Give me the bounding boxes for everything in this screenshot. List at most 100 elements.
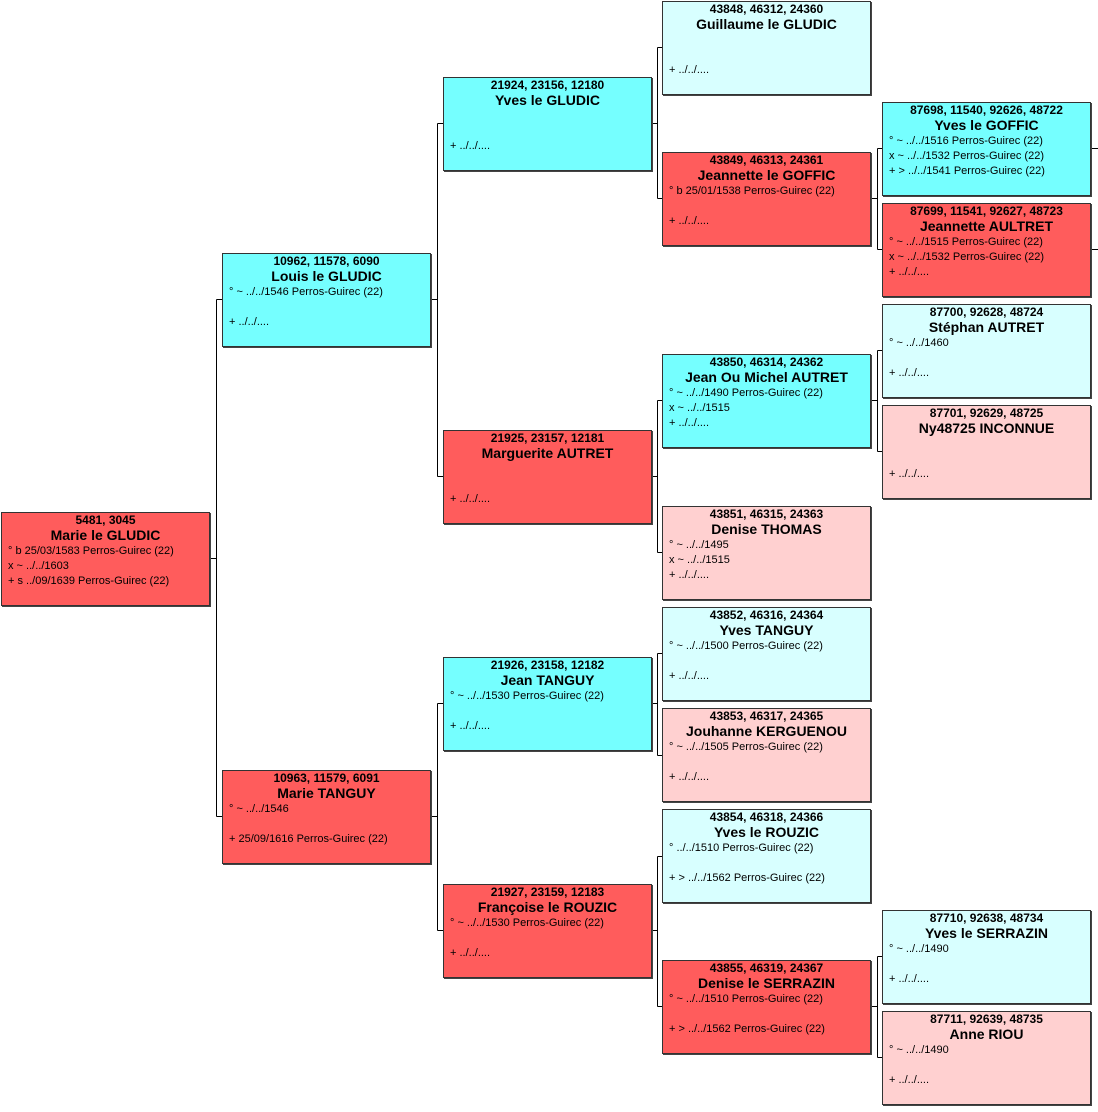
death-line: + ../../.... — [889, 367, 930, 379]
marriage-line: x ~ ../../1532 Perros-Guirec (22) — [889, 150, 1044, 162]
birth-line: ° ~ ../../1530 Perros-Guirec (22) — [450, 917, 604, 929]
person-ids: 43855, 46319, 24367 — [709, 961, 824, 975]
person-ids: 21924, 23156, 12180 — [490, 78, 605, 92]
marriage-line — [229, 300, 424, 315]
person-card-yves-tanguy[interactable]: 43852, 46316, 24364 Yves TANGUY ° ~ ../.… — [662, 607, 871, 701]
person-name: Denise le SERRAZIN — [698, 975, 835, 991]
person-name: Jean TANGUY — [500, 672, 595, 688]
person-ids: 43849, 46313, 24361 — [709, 153, 824, 167]
person-name: Yves TANGUY — [719, 622, 814, 638]
person-card-louis-le-gludic[interactable]: 10962, 11578, 6090 Louis le GLUDIC ° ~ .… — [222, 253, 431, 347]
death-line: + > ../../1562 Perros-Guirec (22) — [669, 872, 825, 884]
birth-line: ° b 25/01/1538 Perros-Guirec (22) — [669, 185, 835, 197]
person-ids: 5481, 3045 — [75, 513, 136, 527]
person-ids: 87701, 92629, 48725 — [929, 406, 1044, 420]
person-card-yves-le-rouzic[interactable]: 43854, 46318, 24366 Yves le ROUZIC ° ../… — [662, 809, 871, 903]
birth-line: ° ~ ../../1460 — [889, 337, 949, 349]
birth-line: ° ../../1510 Perros-Guirec (22) — [669, 842, 814, 854]
birth-line: ° b 25/03/1583 Perros-Guirec (22) — [8, 545, 174, 557]
person-card-jean-ou-michel-autret[interactable]: 43850, 46314, 24362 Jean Ou Michel AUTRE… — [662, 354, 871, 448]
person-name: Jouhanne KERGUENOU — [685, 723, 847, 739]
person-name: Anne RIOU — [949, 1026, 1024, 1042]
connector — [431, 123, 443, 477]
marriage-line — [889, 957, 1084, 972]
person-ids: 43854, 46318, 24366 — [709, 810, 824, 824]
person-ids: 10963, 11579, 6091 — [273, 771, 380, 785]
person-card-francoise-le-rouzic[interactable]: 21927, 23159, 12183 Françoise le ROUZIC … — [443, 884, 652, 978]
person-name: Yves le ROUZIC — [713, 824, 820, 840]
connector — [871, 148, 882, 250]
person-name: Jean Ou Michel AUTRET — [685, 369, 848, 385]
connector — [431, 703, 443, 931]
person-ids: 87700, 92628, 48724 — [929, 305, 1044, 319]
person-ids: 43853, 46317, 24365 — [709, 709, 824, 723]
person-card-jouhanne-kerguenou[interactable]: 43853, 46317, 24365 Jouhanne KERGUENOU °… — [662, 708, 871, 802]
person-name: Stéphan AUTRET — [928, 319, 1045, 335]
person-card-jeannette-le-goffic[interactable]: 43849, 46313, 24361 Jeannette le GOFFIC … — [662, 152, 871, 246]
death-line: + ../../.... — [450, 720, 491, 732]
person-name: Denise THOMAS — [711, 521, 822, 537]
connector — [651, 856, 662, 1007]
person-ids: 87699, 11541, 92627, 48723 — [910, 204, 1063, 218]
birth-line: ° ~ ../../1515 Perros-Guirec (22) — [889, 236, 1043, 248]
person-ids: 87710, 92638, 48734 — [929, 911, 1044, 925]
person-name: Yves le GOFFIC — [934, 117, 1039, 133]
person-card-marguerite-autret[interactable]: 21925, 23157, 12181 Marguerite AUTRET + … — [443, 430, 652, 524]
person-name: Yves le GLUDIC — [494, 92, 601, 108]
person-card-marie-tanguy[interactable]: 10963, 11579, 6091 Marie TANGUY ° ~ ../.… — [222, 770, 431, 864]
marriage-line — [669, 654, 864, 669]
person-name: Guillaume le GLUDIC — [696, 16, 837, 32]
marriage-line — [450, 931, 645, 946]
person-name: Jeannette le GOFFIC — [697, 167, 836, 183]
person-name: Louis le GLUDIC — [271, 268, 382, 284]
connector — [871, 350, 882, 452]
person-ids: 43850, 46314, 24362 — [709, 355, 824, 369]
death-line: + ../../.... — [669, 569, 710, 581]
person-name: Françoise le ROUZIC — [477, 899, 618, 915]
person-name: Yves le SERRAZIN — [925, 925, 1048, 941]
death-line: + ../../.... — [889, 266, 930, 278]
person-card-yves-le-serrazin[interactable]: 87710, 92638, 48734 Yves le SERRAZIN ° ~… — [882, 910, 1091, 1004]
connector — [651, 47, 662, 199]
person-card-denise-le-serrazin[interactable]: 43855, 46319, 24367 Denise le SERRAZIN °… — [662, 960, 871, 1054]
death-line: + ../../.... — [669, 417, 710, 429]
person-card-guillaume-le-gludic[interactable]: 43848, 46312, 24360 Guillaume le GLUDIC … — [662, 1, 871, 95]
marriage-line — [889, 452, 1084, 467]
person-card-jean-tanguy[interactable]: 21926, 23158, 12182 Jean TANGUY ° ~ ../.… — [443, 657, 652, 751]
death-line: + ../../.... — [450, 493, 491, 505]
person-ids: 87711, 92639, 48735 — [930, 1012, 1043, 1026]
death-line: + ../../.... — [450, 947, 491, 959]
birth-line: ° ~ ../../1546 — [229, 803, 289, 815]
death-line: + s ../09/1639 Perros-Guirec (22) — [8, 575, 170, 587]
connector — [871, 956, 882, 1058]
birth-line: ° ~ ../../1505 Perros-Guirec (22) — [669, 741, 823, 753]
death-line: + ../../.... — [450, 140, 491, 152]
death-line: + ../../.... — [889, 973, 930, 985]
person-card-ny48725-inconnue[interactable]: 87701, 92629, 48725 Ny48725 INCONNUE + .… — [882, 405, 1091, 499]
birth-line — [450, 462, 645, 477]
death-line: + ../../.... — [669, 670, 710, 682]
person-card-jeannette-aultret[interactable]: 87699, 11541, 92627, 48723 Jeannette AUL… — [882, 203, 1091, 297]
death-line: + ../../.... — [669, 215, 710, 227]
marriage-line — [889, 1058, 1084, 1073]
connector — [651, 653, 662, 756]
person-name: Marie TANGUY — [277, 785, 376, 801]
person-card-denise-thomas[interactable]: 43851, 46315, 24363 Denise THOMAS ° ~ ..… — [662, 506, 871, 600]
birth-line — [450, 109, 645, 124]
person-card-stephan-autret[interactable]: 87700, 92628, 48724 Stéphan AUTRET ° ~ .… — [882, 304, 1091, 398]
marriage-line — [889, 351, 1084, 366]
death-line: + > ../../1562 Perros-Guirec (22) — [669, 1023, 825, 1035]
marriage-line: x ~ ../../1515 — [669, 402, 730, 414]
person-card-yves-le-gludic[interactable]: 21924, 23156, 12180 Yves le GLUDIC + ../… — [443, 77, 652, 171]
birth-line: ° ~ ../../1490 — [889, 943, 949, 955]
person-card-yves-le-goffic[interactable]: 87698, 11540, 92626, 48722 Yves le GOFFI… — [882, 102, 1091, 196]
birth-line: ° ~ ../../1490 Perros-Guirec (22) — [669, 387, 823, 399]
connector — [210, 299, 222, 817]
death-line: + ../../.... — [889, 468, 930, 480]
person-card-anne-riou[interactable]: 87711, 92639, 48735 Anne RIOU ° ~ ../../… — [882, 1011, 1091, 1105]
person-ids: 43848, 46312, 24360 — [709, 2, 824, 16]
death-line: + ../../.... — [669, 771, 710, 783]
person-ids: 87698, 11540, 92626, 48722 — [910, 103, 1063, 117]
person-card-marie-le-gludic[interactable]: 5481, 3045 Marie le GLUDIC ° b 25/03/158… — [1, 512, 210, 606]
